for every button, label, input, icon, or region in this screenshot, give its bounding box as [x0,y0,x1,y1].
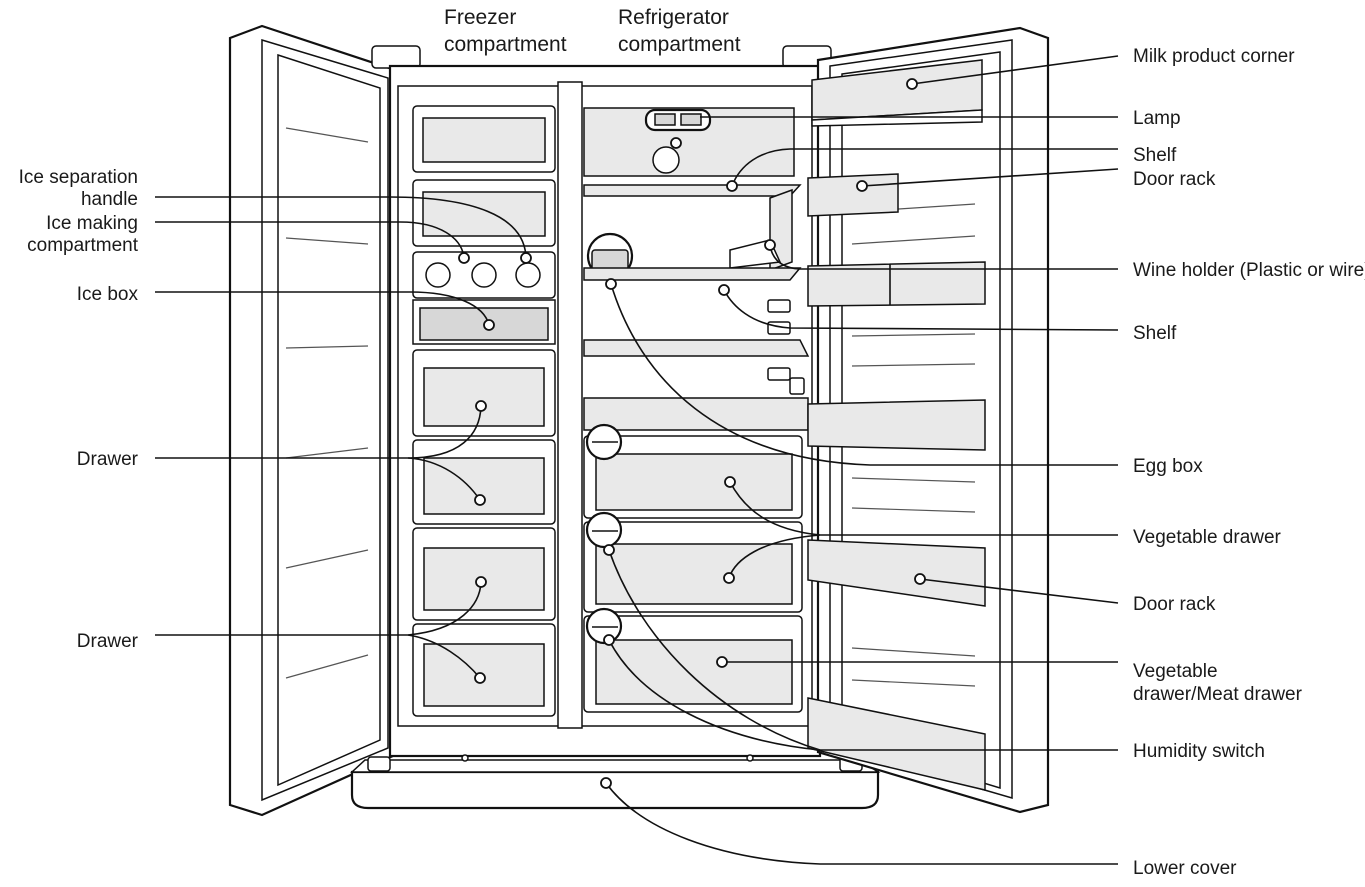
label-shelf-mid: Shelf [1133,323,1177,344]
label-door-rack-top: Door rack [1133,169,1216,190]
label-lower-cover: Lower cover [1133,858,1237,879]
label-drawer-upper: Drawer [77,449,139,470]
label-vegetable-drawer: Vegetable drawer [1133,527,1282,548]
freezer-interior [412,105,556,717]
label-ice-separation-handle-line2: handle [81,189,138,210]
label-vegetable-meat-drawer-line2: drawer/Meat drawer [1133,684,1303,705]
label-vegetable-meat-drawer-line1: Vegetable [1133,661,1218,682]
refrigerator-interior [583,107,810,713]
label-ice-making-compartment-line1: Ice making [46,213,138,234]
refrigerator-door [807,26,1050,814]
refrigerator-header-line2: compartment [618,33,741,56]
label-egg-box: Egg box [1133,456,1203,477]
label-door-rack-lower: Door rack [1133,594,1216,615]
label-ice-making-compartment-line2: compartment [27,235,139,256]
label-ice-box: Ice box [77,284,139,305]
label-wine-holder: Wine holder (Plastic or wire) [1133,260,1365,281]
freezer-header-line1: Freezer [444,6,516,29]
label-humidity-switch: Humidity switch [1133,741,1265,762]
callout-lines [155,55,1119,865]
freezer-header-line2: compartment [444,33,567,56]
label-drawer-lower: Drawer [77,631,139,652]
label-lamp: Lamp [1133,108,1181,129]
refrigerator-header-line1: Refrigerator [618,6,729,29]
label-shelf-top: Shelf [1133,145,1177,166]
label-ice-separation-handle-line1: Ice separation [19,167,138,188]
freezer-door [228,24,397,817]
label-milk-product-corner: Milk product corner [1133,46,1295,67]
callout-dots [458,78,926,789]
